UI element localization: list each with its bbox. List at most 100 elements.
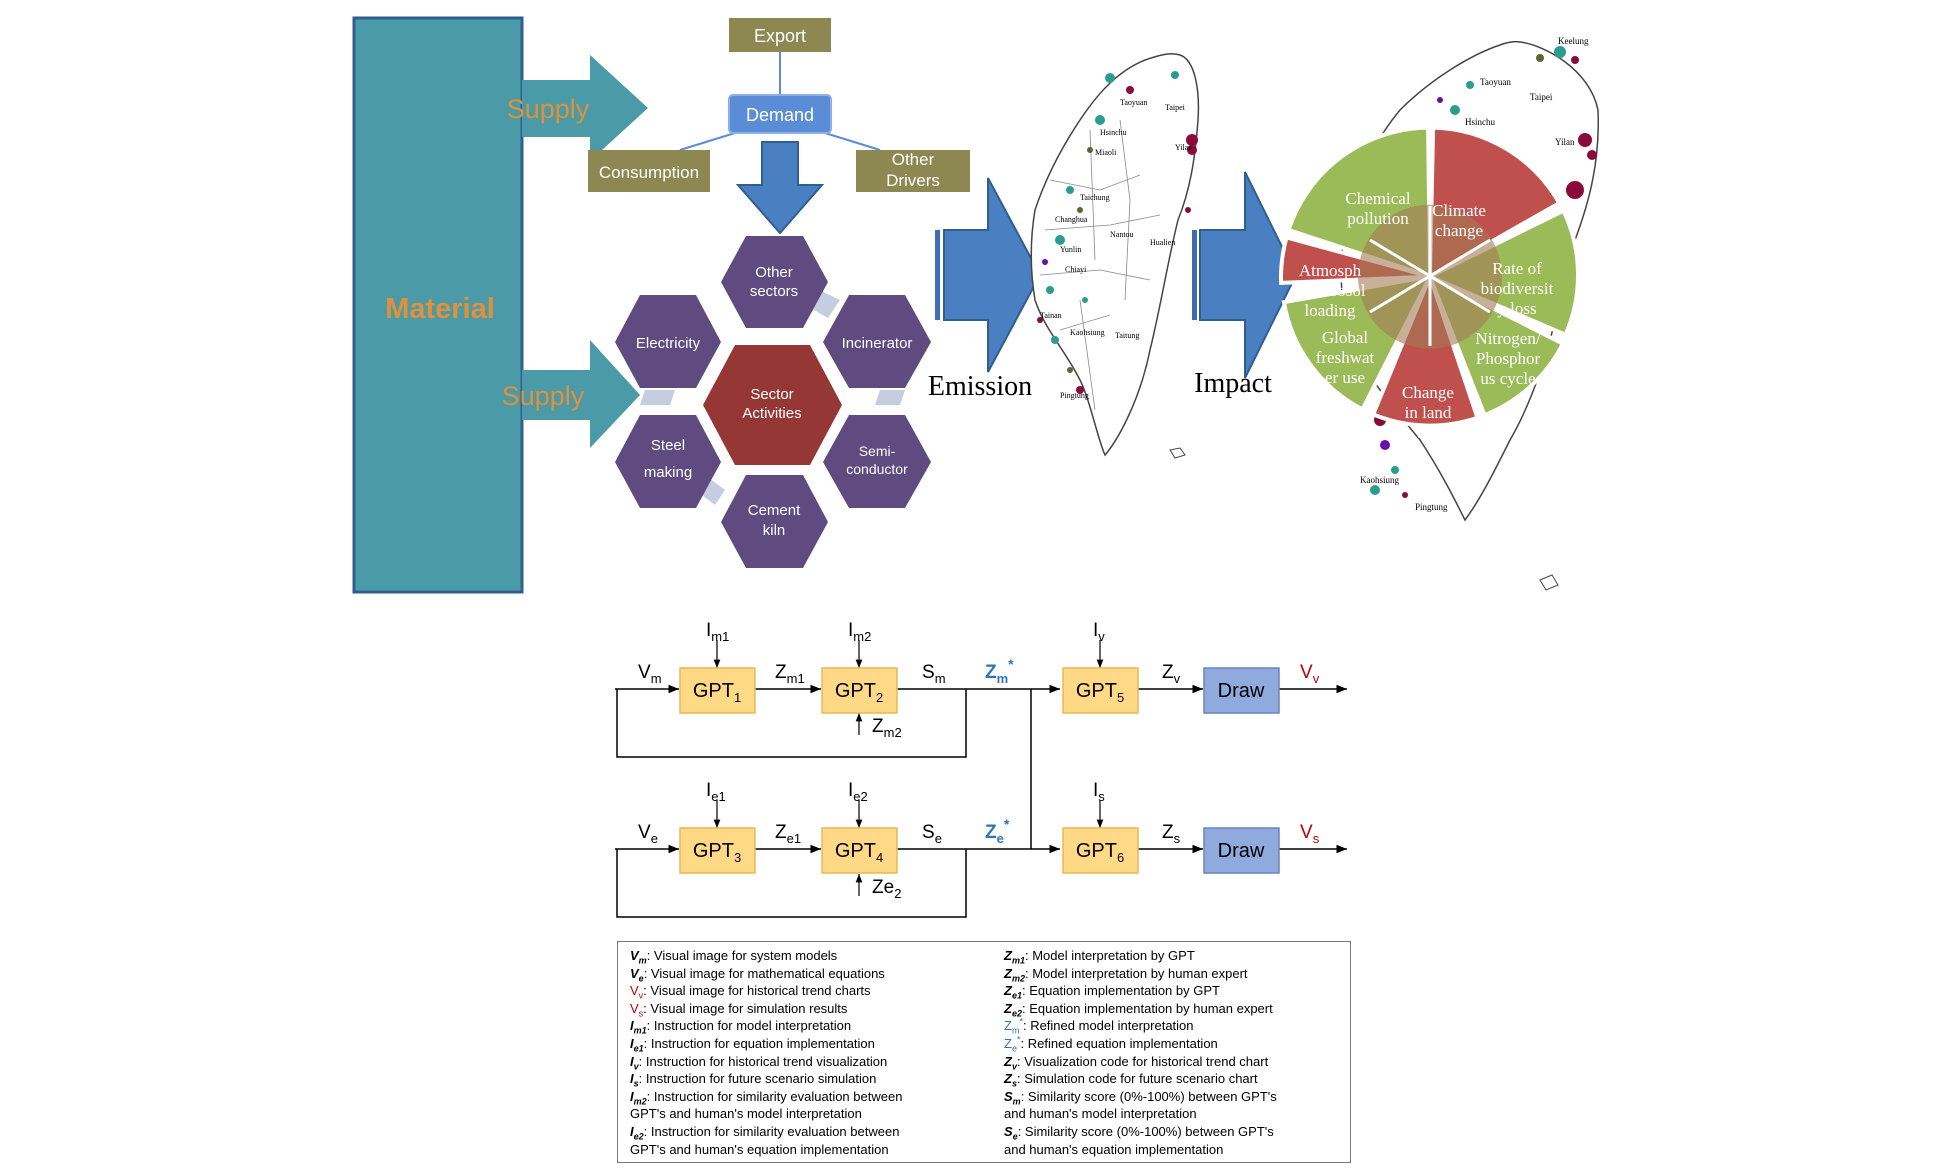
- hexagon-semiconductor: [823, 415, 931, 508]
- hexagon-label: Steel: [651, 437, 685, 454]
- legend-symbol-base: I: [630, 1088, 634, 1104]
- label-ve: Ve: [638, 822, 658, 846]
- legend-symbol-base: I: [630, 1035, 634, 1051]
- feedback-loop-2: [616, 849, 967, 918]
- impact-label-chemical: Chemical: [1345, 189, 1410, 208]
- label-vs: Vs: [1300, 822, 1320, 846]
- draw-label-1: Draw: [1218, 680, 1265, 702]
- legend-entry: Zm2: Model interpretation by human exper…: [1004, 965, 1344, 983]
- legend-entry: Zm*: Refined model interpretation: [1004, 1017, 1344, 1036]
- legend-symbol-sub: s: [638, 1008, 644, 1019]
- impact-label-biodiversity: y loss: [1497, 299, 1536, 318]
- legend-symbol-sub: e2: [633, 1131, 644, 1142]
- hexagon-label: Other: [755, 264, 793, 281]
- supply-arrow-bottom: [522, 340, 640, 448]
- legend-description: : Similarity score (0%-100%) between GPT…: [1017, 1123, 1274, 1139]
- legend-symbol-sub: m1: [633, 1025, 647, 1036]
- legend-entry: Ze2: Equation implementation by human ex…: [1004, 1000, 1344, 1018]
- label-is: Is: [1093, 780, 1105, 804]
- map-label: Kaohsiung: [1070, 328, 1105, 337]
- other-drivers-label-1: Other: [892, 150, 935, 169]
- impact-label-freshwater: er use: [1325, 368, 1365, 387]
- map-label: Yilan: [1555, 137, 1575, 147]
- impact-wheel: Chemical pollution Climate change Rate o…: [1279, 125, 1581, 442]
- label-zs: Zs: [1162, 822, 1181, 846]
- legend-symbol-sub: m2: [633, 1096, 647, 1107]
- label-ie1: Ie1: [706, 780, 726, 804]
- gpt1-box: [679, 667, 756, 714]
- legend-symbol-base: I: [630, 1123, 634, 1139]
- legend-entry: Zv: Visualization code for historical tr…: [1004, 1053, 1344, 1071]
- export-box: [729, 18, 831, 52]
- map-label: Taichung: [1080, 193, 1110, 202]
- label-sm: Sm: [922, 662, 946, 686]
- material-label: Material: [385, 293, 495, 325]
- legend-symbol: Zv: [1004, 1054, 1017, 1071]
- legend-symbol: Zm1: [1004, 948, 1025, 965]
- legend-symbol: Se: [1004, 1123, 1018, 1141]
- legend-symbol: Ze*: [1004, 1035, 1020, 1054]
- legend-symbol-base: Z: [1004, 1018, 1012, 1034]
- map-label: Hsinchu: [1465, 117, 1495, 127]
- legend-symbol-sub: e1: [1011, 990, 1022, 1001]
- gpt1-label: GPT1: [693, 680, 741, 705]
- map-label: Pingtung: [1415, 502, 1448, 512]
- demand-box: [728, 94, 832, 134]
- impact-label-climate: change: [1435, 221, 1483, 240]
- hexagon-label: conductor: [846, 461, 908, 477]
- legend-description: : Equation implementation by GPT: [1021, 983, 1220, 999]
- legend-entry: Se: Similarity score (0%-100%) between G…: [1004, 1123, 1344, 1141]
- legend-symbol: Vv: [630, 983, 643, 1000]
- legend-symbol-base: S: [1004, 1123, 1013, 1139]
- legend-symbol-sub: e: [638, 973, 644, 984]
- map-label: Miaoli: [1095, 148, 1117, 157]
- label-ze1: Ze1: [775, 822, 801, 846]
- gpt2-label: GPT2: [835, 680, 883, 705]
- legend-description: : Similarity score (0%-100%) between GPT…: [1020, 1088, 1277, 1104]
- legend-description: : Instruction for future scenario simula…: [638, 1071, 877, 1087]
- draw-box-2: [1203, 827, 1280, 874]
- impact-label-biodiversity: Rate of: [1492, 259, 1542, 278]
- map-label: Hualien: [1150, 238, 1175, 247]
- legend-entry: Zs: Simulation code for future scenario …: [1004, 1070, 1344, 1088]
- label-zv: Zv: [1162, 662, 1181, 686]
- label-vm: Vm: [638, 662, 662, 686]
- legend-symbol-base: I: [630, 1071, 634, 1087]
- legend-description: : Model interpretation by human expert: [1024, 965, 1248, 981]
- legend-symbol-sub: m: [1012, 1096, 1021, 1107]
- legend-symbol: Ie1: [630, 1035, 644, 1053]
- legend-entry: Is: Instruction for future scenario simu…: [630, 1070, 995, 1088]
- gpt6-label: GPT6: [1076, 840, 1124, 865]
- hexagon-label: kiln: [763, 522, 786, 539]
- legend-symbol: Zm*: [1004, 1018, 1023, 1036]
- legend-description: : Visual image for historical trend char…: [643, 983, 871, 999]
- legend-symbol-sub: m: [1011, 1025, 1020, 1036]
- legend-description: : Instruction for historical trend visua…: [638, 1053, 888, 1069]
- map-label: Hsinchu: [1100, 128, 1127, 137]
- legend-description-continued: GPT's and human's equation implementatio…: [630, 1141, 889, 1157]
- label-ze-star: Ze*: [985, 816, 1010, 846]
- map-label: Yunlin: [1060, 245, 1081, 254]
- legend-description: : Visual image for system models: [646, 948, 838, 963]
- legend-entry: Im2: Instruction for similarity evaluati…: [630, 1088, 995, 1106]
- supply-arrow-top: [522, 55, 648, 161]
- hexagon-electricity: [615, 295, 721, 388]
- legend-description: : Simulation code for future scenario ch…: [1016, 1071, 1258, 1087]
- impact-label-aerosol: loading: [1305, 301, 1356, 320]
- legend-description: : Equation implementation by human exper…: [1021, 1000, 1273, 1016]
- consumption-box: [588, 150, 710, 192]
- hexagon-label: making: [644, 464, 692, 481]
- legend-symbol-sub: e: [1011, 1043, 1017, 1054]
- impact-label-freshwater: Global: [1322, 328, 1369, 347]
- legend-symbol: Vm: [630, 948, 647, 965]
- draw-label-2: Draw: [1218, 840, 1265, 862]
- export-label: Export: [754, 26, 806, 46]
- other-drivers-label-2: Drivers: [886, 171, 940, 190]
- map-label: Taipei: [1165, 103, 1186, 112]
- supply-label-bottom: Supply: [502, 381, 585, 411]
- taiwan-outline: [1030, 53, 1200, 457]
- emission-map: Taoyuan Taipei Hsinchu Yilan Miaoli Taic…: [1030, 53, 1200, 459]
- gpt4-box: [821, 827, 898, 874]
- legend-symbol-base: I: [630, 1053, 634, 1069]
- impact-label-nitrogen: us cycle: [1480, 369, 1535, 388]
